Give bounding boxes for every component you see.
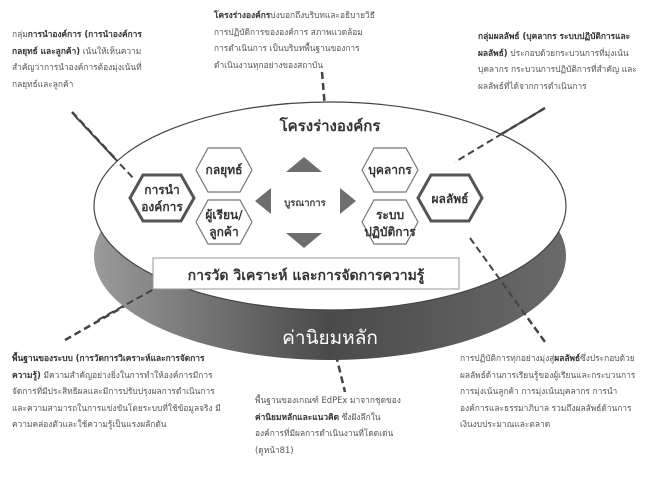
note-lead: พื้นฐานของเกณฑ์ EdPEx มาจากชุดของ — [255, 395, 401, 405]
note-results: การปฏิบัติการทุกอย่างมุ่งสู่ผลลัพธ์ซึ่งป… — [460, 350, 642, 433]
hex-operations-label-2: ปฏิบัติการ — [364, 225, 416, 239]
note-bold: ผลลัพธ์ — [554, 353, 581, 363]
note-organizational-profile: โครงร่างองค์กรบ่งบอกถึงบริบทและอธิบายวิธ… — [214, 7, 376, 73]
note-text: มีความสำคัญอย่างยิ่งในการทำให้องค์การมีก… — [12, 369, 221, 430]
connector-top-center — [320, 71, 328, 121]
integration-arrows — [255, 157, 356, 248]
note-text: ซึ่งฝังลึกในองค์การที่มีผลการดำเนินงานที… — [255, 411, 394, 455]
hex-results — [416, 173, 484, 223]
arrow-up-icon — [286, 157, 322, 172]
hex-customers — [195, 199, 253, 245]
diagram-title: โครงร่างองค์กร — [279, 116, 382, 135]
note-text: เน้นให้เห็นความสำคัญว่าการนำองค์การต้องม… — [12, 45, 142, 89]
hex-leadership — [128, 173, 196, 223]
hex-leadership-label-2: องค์การ — [141, 200, 183, 214]
arrow-right-icon — [340, 188, 356, 214]
note-results-group: กลุ่มผลลัพธ์ (บุคลากร ระบบปฏิบัติการและผ… — [478, 28, 646, 94]
hex-results-label: ผลลัพธ์ — [432, 192, 469, 206]
arrow-left-icon — [255, 188, 271, 214]
core-values-label: ค่านิยมหลัก — [282, 327, 378, 349]
measurement-box — [152, 257, 460, 290]
hex-strategy — [195, 147, 253, 193]
note-system-foundation: พื้นฐานของระบบ (การวัดการวิเคราะห์และการ… — [12, 350, 224, 433]
hex-leadership-label-1: การนำ — [144, 183, 179, 197]
note-lead: กลุ่ม — [12, 29, 28, 39]
note-bold: ค่านิยมหลักและแนวคิด — [255, 411, 340, 422]
note-leadership-group: กลุ่มการนำองค์การ (การนำองค์การ กลยุทธ์ … — [12, 26, 152, 92]
hex-strategy-label: กลยุทธ์ — [206, 163, 243, 178]
note-core-values: พื้นฐานของเกณฑ์ EdPEx มาจากชุดของค่านิยม… — [255, 392, 403, 458]
hex-operations-label-1: ระบบ — [376, 208, 404, 222]
note-bold: การนำองค์การ (การนำองค์การ กลยุทธ์ และลู… — [12, 29, 142, 56]
hex-workforce-label: บุคลากร — [368, 163, 412, 178]
connector-bottom-left — [64, 281, 166, 342]
note-text: ประกอบด้วยกระบวนการที่มุ่งเน้นบุคลากร กร… — [478, 47, 637, 91]
connector-bottom-center — [334, 354, 347, 393]
hex-operations — [361, 199, 419, 245]
arrow-down-icon — [286, 233, 322, 248]
hex-workforce — [361, 147, 419, 193]
hex-customers-label-1: ผู้เรียน/ — [205, 208, 243, 223]
note-text: ซึ่งประกอบด้วยผลลัพธ์ด้านการเรียนรู้ของผ… — [460, 353, 636, 430]
hex-customers-label-2: ลูกค้า — [209, 225, 238, 240]
note-bold: โครงร่างองค์กร — [214, 10, 271, 20]
integration-label: บูรณาการ — [284, 198, 326, 210]
measurement-label: การวัด วิเคราะห์ และการจัดการความรู้ — [188, 267, 425, 284]
note-lead: การปฏิบัติการทุกอย่างมุ่งสู่ — [460, 353, 555, 363]
note-bold: พื้นฐานของระบบ (การวัดการวิเคราะห์และการ… — [12, 353, 205, 380]
note-text: บ่งบอกถึงบริบทและอธิบายวิธีการปฏิบัติการ… — [214, 10, 375, 70]
note-bold: กลุ่มผลลัพธ์ (บุคลากร ระบบปฏิบัติการและผ… — [478, 31, 631, 58]
